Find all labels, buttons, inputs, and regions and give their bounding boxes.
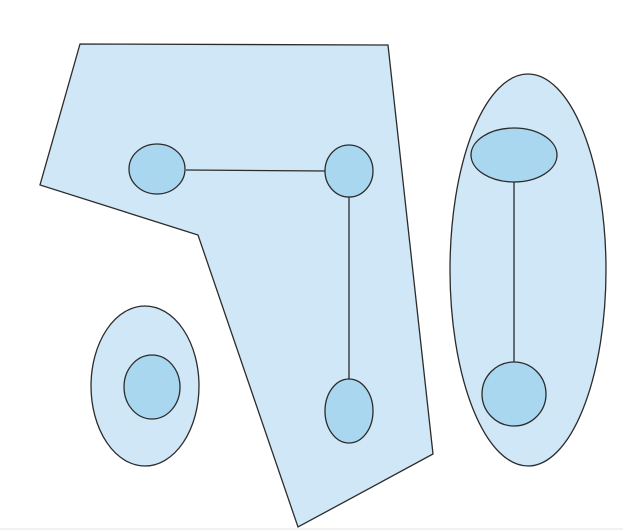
node-a [128, 143, 186, 195]
node-b [324, 144, 374, 198]
node-c [324, 378, 374, 444]
node-d [123, 354, 181, 420]
node-f [481, 361, 547, 427]
edge-a-b [185, 169, 327, 172]
node-e [470, 127, 558, 183]
polygon-region [39, 43, 434, 528]
